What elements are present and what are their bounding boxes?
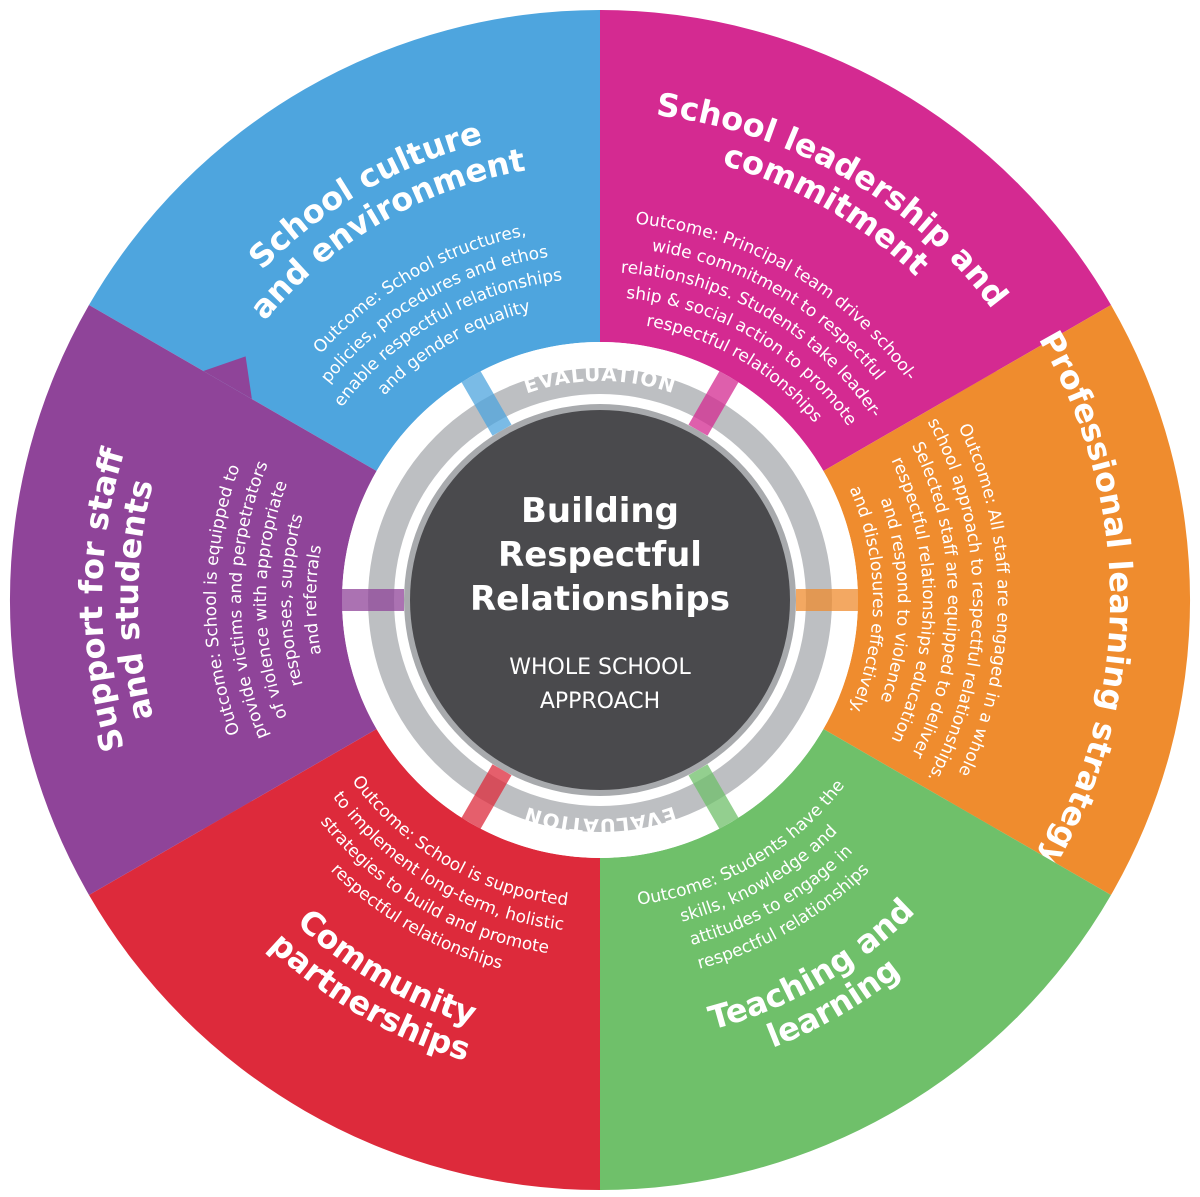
center-title-line-2: Respectful [498,535,702,575]
connector-bar [688,371,739,436]
connector-bar [461,371,512,436]
center-title-line-3: Relationships [470,579,730,619]
segment-wedge [600,729,1111,1190]
connector-bar [688,764,739,829]
segment-wedge [823,305,1191,895]
segment-wedge [600,9,1111,471]
connector-bar [461,764,512,829]
segment-wedge [89,729,600,1190]
center-subtitle-line-1: WHOLE SCHOOL [509,655,691,680]
segment-school-leadership: School leadership andcommitmentOutcome: … [600,9,1111,471]
segment-wedge [9,305,377,895]
center-hub: Building Respectful Relationships WHOLE … [410,410,790,790]
segment-arrow [203,356,252,399]
segment-wedge [89,9,600,471]
center-subtitle-line-2: APPROACH [540,689,660,714]
center-disc [410,410,790,790]
center-title-line-1: Building [521,491,679,531]
